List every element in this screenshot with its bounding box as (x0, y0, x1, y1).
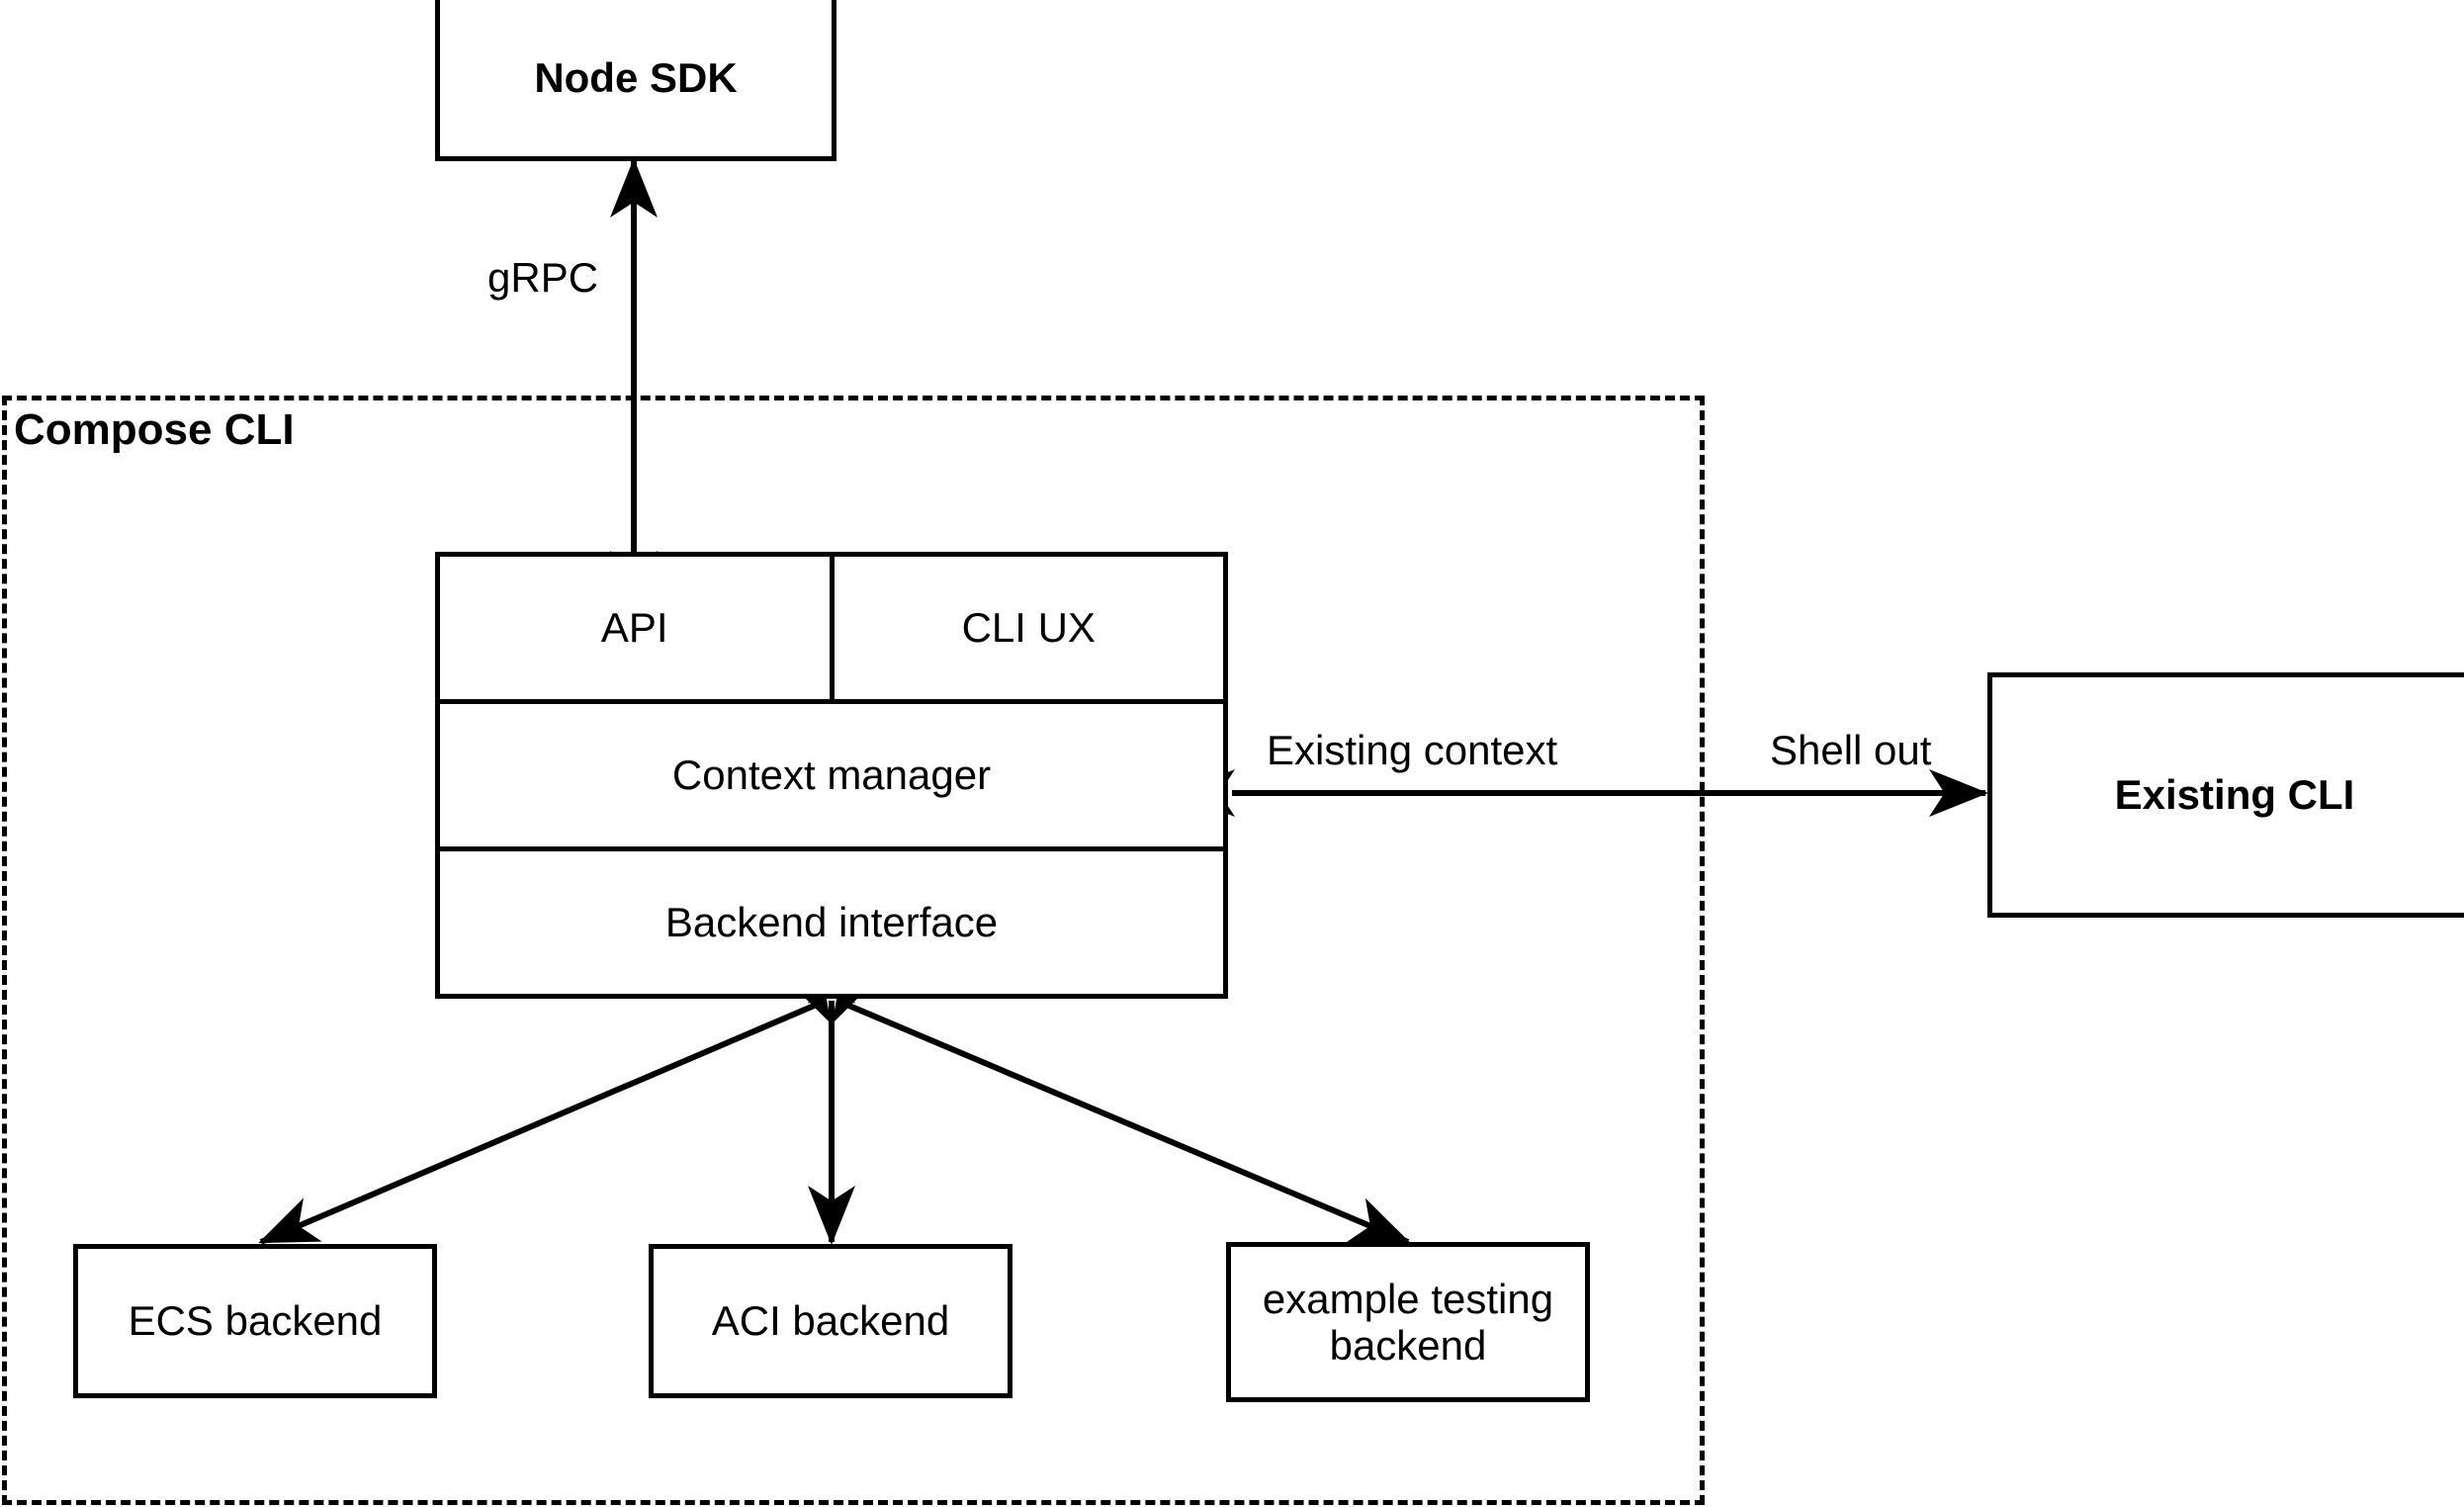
ecs-backend-box[interactable]: ECS backend (73, 1244, 437, 1398)
compose-cli-boundary (2, 396, 1705, 1505)
aci-backend-box[interactable]: ACI backend (649, 1244, 1012, 1398)
node-sdk-label: Node SDK (534, 53, 738, 101)
compose-cli-stack: API CLI UX Context manager Backend inter… (435, 552, 1228, 999)
compose-cli-label: Compose CLI (14, 405, 295, 454)
context-manager-label: Context manager (671, 752, 992, 798)
api-label: API (600, 604, 668, 651)
node-sdk-box[interactable]: Node SDK (435, 0, 836, 161)
ecs-backend-label: ECS backend (128, 1297, 383, 1345)
cli-ux-label: CLI UX (961, 604, 1096, 651)
context-manager-cell[interactable]: Context manager (440, 704, 1223, 846)
backend-interface-cell[interactable]: Backend interface (440, 851, 1223, 994)
edge-label-existing-context: Existing context (1267, 727, 1558, 773)
cli-ux-cell[interactable]: CLI UX (829, 557, 1224, 699)
existing-cli-label: Existing CLI (2114, 771, 2355, 819)
example-testing-backend-label: example testing backend (1263, 1276, 1553, 1369)
edge-label-grpc: gRPC (487, 254, 599, 301)
stack-row-context: Context manager (440, 699, 1223, 846)
stack-row-top: API CLI UX (440, 557, 1223, 699)
example-testing-backend-line1: example testing (1262, 1275, 1554, 1322)
existing-cli-box[interactable]: Existing CLI (1987, 672, 2464, 918)
example-testing-backend-line2: backend (1329, 1322, 1487, 1369)
edge-label-shell-out: Shell out (1770, 727, 1932, 773)
aci-backend-label: ACI backend (711, 1297, 950, 1345)
api-cell[interactable]: API (440, 557, 830, 699)
backend-interface-label: Backend interface (664, 899, 999, 945)
stack-row-backend: Backend interface (440, 846, 1223, 994)
example-testing-backend-box[interactable]: example testing backend (1226, 1242, 1590, 1402)
